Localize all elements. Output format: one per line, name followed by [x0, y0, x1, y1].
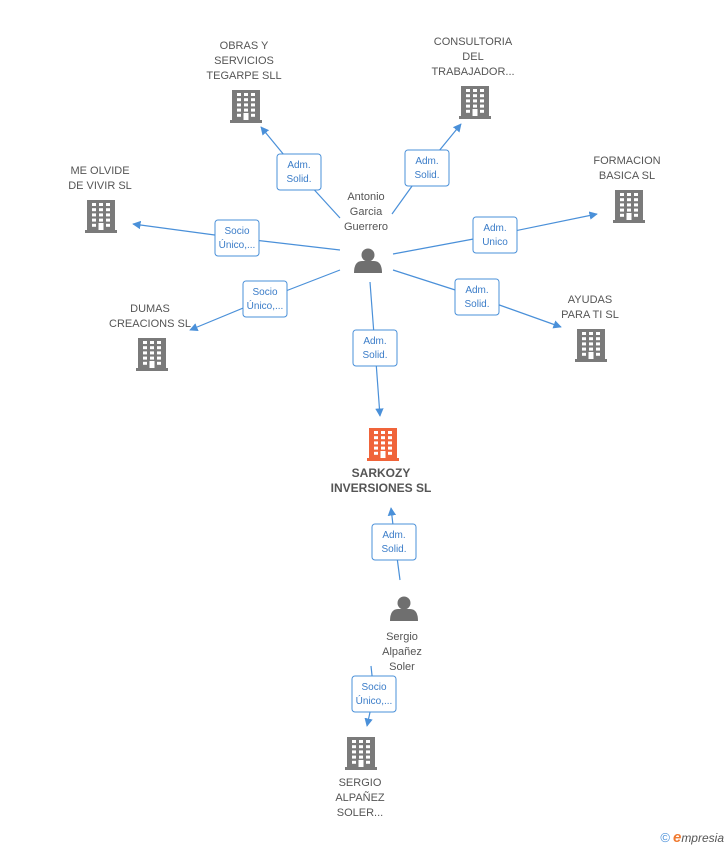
- building-icon[interactable]: [230, 90, 262, 123]
- badge-text-line: Socio: [361, 682, 386, 693]
- node-label-line: CREACIONS SL: [109, 318, 191, 330]
- badge-box: [371, 523, 417, 561]
- node-formacion[interactable]: FORMACION BASICA SL: [593, 155, 661, 223]
- node-label-line: BASICA SL: [599, 170, 655, 182]
- node-label-line: ME OLVIDE: [70, 165, 129, 177]
- node-label-line: Sergio: [386, 631, 418, 643]
- edge-role-badge[interactable]: Adm. Solid.: [454, 278, 500, 316]
- nodes-layer: OBRAS Y SERVICIOS TEGARPE SLL CONSULTORIA DE…: [68, 36, 660, 819]
- node-dumas[interactable]: DUMAS CREACIONS SL: [109, 303, 191, 371]
- badge-text-line: Único,...: [219, 238, 256, 251]
- node-label-line: SOLER...: [337, 807, 383, 819]
- edge-role-badge[interactable]: SocioÚnico,...: [214, 219, 260, 257]
- badge-box: [276, 153, 322, 191]
- node-ayudas[interactable]: AYUDAS PARA TI SL: [561, 294, 619, 362]
- node-label-line: Antonio: [347, 191, 384, 203]
- badge-box: [242, 280, 288, 318]
- edge-role-badge[interactable]: Adm. Solid.: [371, 523, 417, 561]
- node-label-line: DEL: [462, 51, 483, 63]
- node-label-line: Garcia: [350, 206, 383, 218]
- badge-box: [454, 278, 500, 316]
- badge-box: [351, 675, 397, 713]
- building-icon[interactable]: [575, 329, 607, 362]
- badge-text-line: Adm.: [382, 530, 405, 541]
- badge-text-line: Unico: [482, 237, 508, 248]
- node-label-line: SERVICIOS: [214, 55, 274, 67]
- badge-text-line: Solid.: [286, 174, 311, 185]
- badge-text-line: Socio: [252, 287, 277, 298]
- person-icon[interactable]: [390, 596, 418, 622]
- badges-layer: Adm.Solid.Adm.Solid.SocioÚnico,...Adm.Un…: [214, 149, 518, 713]
- badge-text-line: Único,...: [356, 694, 393, 707]
- node-label-line: SARKOZY: [352, 466, 411, 480]
- copyright-symbol: ©: [660, 830, 670, 845]
- node-meolvide[interactable]: ME OLVIDE DE VIVIR SL: [68, 165, 132, 233]
- edge-role-badge[interactable]: Adm. Solid.: [352, 329, 398, 367]
- node-label-line: DUMAS: [130, 303, 170, 315]
- badge-text-line: Solid.: [464, 299, 489, 310]
- brand-initial: e: [672, 829, 682, 846]
- node-label-line: TRABAJADOR...: [431, 66, 514, 78]
- node-obras[interactable]: OBRAS Y SERVICIOS TEGARPE SLL: [206, 40, 282, 123]
- badge-text-line: Solid.: [362, 350, 387, 361]
- node-label-line: Alpañez: [382, 646, 422, 658]
- building-icon[interactable]: [85, 200, 117, 233]
- node-label-line: Guerrero: [344, 221, 388, 233]
- node-label-line: SERGIO: [339, 777, 382, 789]
- edge-role-badge[interactable]: SocioÚnico,...: [242, 280, 288, 318]
- badge-box: [214, 219, 260, 257]
- badge-text-line: Socio: [224, 226, 249, 237]
- building-icon[interactable]: [459, 86, 491, 119]
- node-label-line: INVERSIONES SL: [331, 481, 432, 495]
- building-icon[interactable]: [613, 190, 645, 223]
- badge-text-line: Solid.: [414, 170, 439, 181]
- badge-box: [472, 216, 518, 254]
- node-consultoria[interactable]: CONSULTORIA DEL TRABAJADOR...: [431, 36, 515, 119]
- node-label-line: TEGARPE SLL: [206, 70, 281, 82]
- node-label-line: CONSULTORIA: [434, 36, 513, 48]
- node-label-line: OBRAS Y: [220, 40, 269, 52]
- badge-text-line: Adm.: [363, 336, 386, 347]
- brand-watermark[interactable]: ©empresia: [660, 829, 724, 846]
- focus-building-icon[interactable]: [367, 428, 399, 461]
- node-label-line: FORMACION: [593, 155, 660, 167]
- edge-role-badge[interactable]: SocioÚnico,...: [351, 675, 397, 713]
- badge-box: [352, 329, 398, 367]
- building-icon[interactable]: [136, 338, 168, 371]
- node-label-line: AYUDAS: [568, 294, 612, 306]
- edge-role-badge[interactable]: Adm. Unico: [472, 216, 518, 254]
- badge-box: [404, 149, 450, 187]
- badge-text-line: Único,...: [247, 299, 284, 312]
- badge-text-line: Adm.: [287, 160, 310, 171]
- brand-name: mpresia: [681, 831, 724, 845]
- node-label-line: PARA TI SL: [561, 309, 619, 321]
- node-label-line: Soler: [389, 661, 415, 673]
- badge-text-line: Adm.: [415, 156, 438, 167]
- edge-role-badge[interactable]: Adm. Solid.: [276, 153, 322, 191]
- node-sergiosl[interactable]: SERGIO ALPAÑEZ SOLER...: [335, 737, 385, 819]
- node-label-line: ALPAÑEZ: [335, 791, 385, 804]
- badge-text-line: Adm.: [465, 285, 488, 296]
- node-label-line: DE VIVIR SL: [68, 180, 132, 192]
- building-icon[interactable]: [345, 737, 377, 770]
- person-icon[interactable]: [354, 248, 382, 274]
- badge-text-line: Solid.: [381, 544, 406, 555]
- badge-text-line: Adm.: [483, 223, 506, 234]
- edge-role-badge[interactable]: Adm. Solid.: [404, 149, 450, 187]
